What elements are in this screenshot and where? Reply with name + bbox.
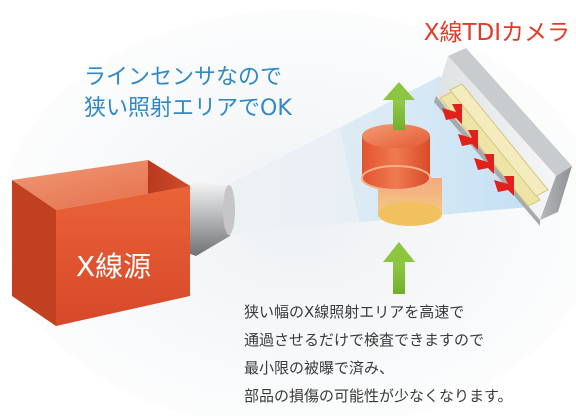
description-line-4: 部品の損傷の可能性が少なくなります。 (244, 387, 513, 405)
red-arrow-4 (494, 176, 514, 196)
camera-title: X線TDIカメラ (423, 20, 570, 46)
headline-line-1: ラインセンサなので (84, 65, 283, 90)
green-arrow-lower (383, 242, 415, 294)
description-line-3: 最小限の被曝で済み、 (244, 359, 395, 377)
xray-source-cube (12, 160, 190, 326)
inspected-object (361, 124, 442, 226)
description-line-1: 狭い幅のX線照射エリアを高速で (244, 303, 465, 321)
source-label: X線源 (76, 250, 152, 283)
sensor-strips (439, 83, 549, 207)
description-line-2: 通過させるだけで検査できますので (244, 331, 485, 349)
red-arrow-1 (442, 104, 462, 124)
red-arrow-3 (474, 154, 494, 174)
red-arrow-2 (458, 130, 478, 150)
headline-line-2: 狭い照射エリアでOK (84, 96, 292, 121)
description: 狭い幅のX線照射エリアを高速で 通過させるだけで検査できますので 最小限の被曝で… (244, 298, 513, 410)
red-arrows (442, 104, 514, 196)
green-arrow-up (383, 82, 415, 130)
headline: ラインセンサなので 狭い照射エリアでOK (84, 62, 292, 124)
xray-beam-near (226, 128, 360, 234)
